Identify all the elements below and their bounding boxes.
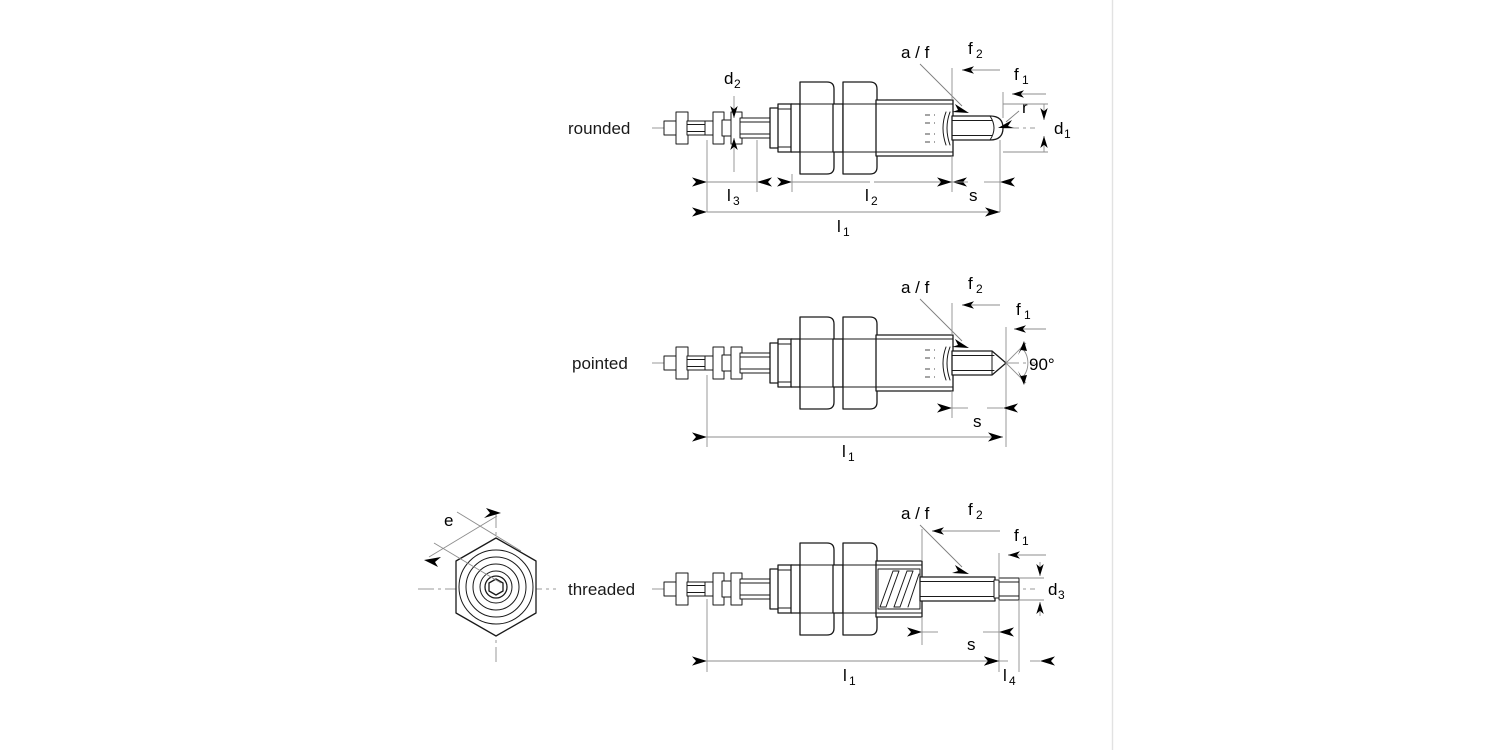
dim-sub-f1: 1	[1022, 73, 1029, 87]
af-arrowhead	[952, 104, 969, 113]
dim-sub-l4: 4	[1009, 674, 1016, 688]
angle-arrow-upper	[1018, 341, 1027, 355]
view-pointed: pointed	[572, 274, 1055, 464]
dim-sub-f2: 2	[976, 47, 983, 61]
dim-sub-f1: 1	[1022, 534, 1029, 548]
dim-sub-d2: 2	[734, 77, 741, 91]
dim-d2: d 2	[724, 69, 741, 172]
e-arrow-lower	[424, 557, 441, 567]
cylinder-body	[769, 81, 954, 175]
view-label-pointed: pointed	[572, 354, 628, 373]
view-rounded: rounded	[568, 39, 1071, 239]
dim-l1: l 1	[692, 375, 1003, 464]
dim-sub-f2: 2	[976, 508, 983, 522]
dim-label-f2: f	[968, 500, 973, 519]
dim-label-f2: f	[968, 39, 973, 58]
dim-label-l3: l	[727, 186, 731, 205]
dim-d1: d 1	[1003, 103, 1071, 153]
rear-stud-assembly	[704, 572, 773, 606]
dim-sub-f2: 2	[976, 282, 983, 296]
dim-a-f: a / f	[901, 504, 969, 574]
dim-e: e	[424, 508, 522, 584]
dim-label-l2: l	[865, 186, 869, 205]
dim-label-e: e	[444, 511, 453, 530]
hex-cross-section: e	[418, 508, 556, 662]
dim-sub-l1: 1	[843, 225, 850, 239]
dim-sub-l1: 1	[848, 450, 855, 464]
dim-l2: l 2	[777, 156, 967, 208]
dim-label-angle: 90°	[1029, 355, 1055, 374]
view-threaded: threaded	[418, 500, 1065, 688]
dim-label-f1: f	[1014, 526, 1019, 545]
piston-rod-rounded-tip	[951, 115, 1004, 141]
dim-f1: f 1	[1005, 300, 1046, 378]
dim-l4: l 4	[984, 600, 1055, 688]
dim-f1: f 1	[1002, 65, 1046, 118]
inner-hex-socket	[488, 578, 504, 596]
dim-angle-90: 90°	[1005, 341, 1055, 385]
dim-label-l4: l	[1003, 666, 1007, 685]
dim-label-f2: f	[968, 274, 973, 293]
dim-s: s	[937, 378, 1018, 447]
dim-label-af: a / f	[901, 43, 930, 62]
detached-bolt	[663, 346, 710, 380]
dim-label-f1: f	[1014, 65, 1019, 84]
e-arrow-upper	[484, 508, 501, 518]
rear-stud-assembly	[704, 346, 773, 380]
dim-label-l1: l	[837, 217, 841, 236]
dim-s: s	[937, 140, 1015, 212]
dim-sub-l3: 3	[733, 194, 740, 208]
dim-a-f: a / f	[901, 278, 969, 348]
dim-f2: f 2	[951, 274, 1000, 335]
dim-r: r	[998, 98, 1028, 128]
dim-sub-d1: 1	[1064, 127, 1071, 141]
dim-f2: f 2	[951, 39, 1000, 100]
dim-f2: f 2	[921, 500, 1000, 561]
dim-label-s: s	[967, 635, 976, 654]
cylinder-body	[769, 542, 923, 636]
internal-spring	[879, 570, 920, 608]
piston-rod-pointed-tip	[951, 350, 1007, 376]
dim-label-d2: d	[724, 69, 733, 88]
dim-label-af: a / f	[901, 504, 930, 523]
dim-sub-d3: 3	[1058, 588, 1065, 602]
dim-a-f: a / f	[901, 43, 969, 113]
dim-label-d1: d	[1054, 119, 1063, 138]
dim-label-l1: l	[843, 666, 847, 685]
dim-label-s: s	[969, 186, 978, 205]
dim-label-s: s	[973, 412, 982, 431]
dim-l1: l 1	[692, 599, 999, 688]
dim-l3: l 3	[692, 140, 772, 212]
piston-rod-threaded-tip	[919, 576, 1020, 602]
af-arrowhead	[952, 339, 969, 348]
dim-label-r: r	[1022, 98, 1028, 117]
detached-bolt	[663, 572, 710, 606]
angle-arrow-lower	[1018, 371, 1027, 385]
af-arrowhead	[952, 565, 969, 574]
dim-label-l1: l	[842, 442, 846, 461]
view-label-rounded: rounded	[568, 119, 630, 138]
dim-label-af: a / f	[901, 278, 930, 297]
dim-sub-f1: 1	[1024, 308, 1031, 322]
dim-s: s	[907, 600, 1014, 672]
r-arrowhead	[998, 120, 1014, 128]
dim-l1: l 1	[692, 207, 1000, 239]
detached-bolt	[663, 111, 710, 145]
rear-stud-assembly	[704, 111, 773, 145]
dim-label-d3: d	[1048, 580, 1057, 599]
dim-sub-l1: 1	[849, 674, 856, 688]
dim-sub-l2: 2	[871, 194, 878, 208]
dim-f1: f 1	[998, 526, 1046, 580]
view-label-threaded: threaded	[568, 580, 635, 599]
dim-label-f1: f	[1016, 300, 1021, 319]
dim-d3: d 3	[1019, 562, 1065, 616]
cylinder-body	[769, 316, 954, 410]
